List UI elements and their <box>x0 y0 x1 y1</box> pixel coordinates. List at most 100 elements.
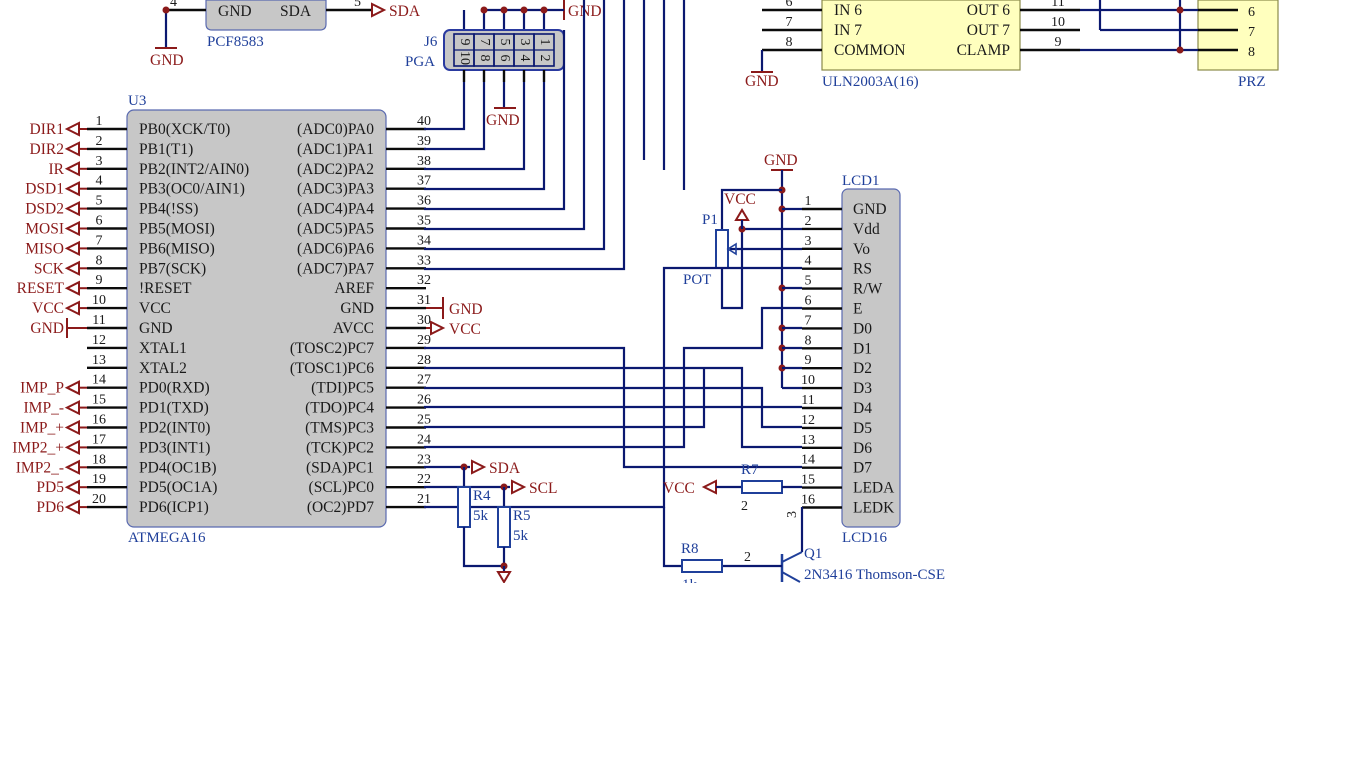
lcd-pin-name: D5 <box>853 420 872 437</box>
u3-left-pin-number: 19 <box>92 472 106 487</box>
u3-left-pin-name: PD1(TXD) <box>139 400 209 417</box>
lcd-pin-number: 4 <box>805 254 812 269</box>
u3-right-pin-name: (TOSC2)PC7 <box>290 340 374 357</box>
u3-net-label: IMP_- <box>24 400 64 417</box>
u3-right-pin-name: (ADC7)PA7 <box>297 260 374 277</box>
prz-pin-6: 6 <box>1248 5 1255 20</box>
u3-right-pin-name: (ADC0)PA0 <box>297 121 374 138</box>
r7-pin-number: 2 <box>741 499 748 514</box>
j6-top-pin-number: 9 <box>457 39 472 46</box>
u3-left-pin-number: 2 <box>96 134 103 149</box>
lcd-pin-name: D7 <box>853 460 872 477</box>
u3-right-pin-number: 27 <box>417 373 431 388</box>
net-port-arrow <box>64 181 80 197</box>
j6-top-pin-number: 5 <box>497 39 512 46</box>
lcd-pin-name: R/W <box>853 281 883 298</box>
uln-part-label: ULN2003A(16) <box>822 74 919 90</box>
u3-left-pin-name: PB5(MOSI) <box>139 221 215 238</box>
u3-left-pin-number: 8 <box>96 253 103 268</box>
lcd-designator: LCD1 <box>842 173 880 189</box>
u3-net-label: PD5 <box>36 479 64 496</box>
lcd-pin-number: 2 <box>805 214 812 229</box>
port-a-wires <box>424 0 686 271</box>
r7-vcc-net: VCC <box>663 480 695 497</box>
uln-right-pin-number: 11 <box>1051 0 1064 10</box>
i2c-scl-net: SCL <box>529 480 557 497</box>
lcd-pin-number: 16 <box>801 493 815 508</box>
lcd-pin-number: 12 <box>801 413 815 428</box>
u3-right-pin-number: 32 <box>417 273 431 288</box>
u3-left-pin-number: 5 <box>96 194 103 209</box>
u3-net-label: IMP2_+ <box>12 439 64 456</box>
j6-bottom-pin-number: 8 <box>477 55 492 62</box>
u3-left-pin-number: 11 <box>92 313 105 328</box>
pot-p1: VCC P1 POT <box>683 188 802 310</box>
lcd-pin-number: 10 <box>801 373 815 388</box>
u3-vcc-net-right: VCC <box>449 321 481 338</box>
u3-right-pin-number: 21 <box>417 492 431 507</box>
u3-left-pin-name: PD0(RXD) <box>139 380 210 397</box>
net-port-arrow <box>64 240 80 257</box>
u3-right-pin-name: (TDI)PC5 <box>311 380 374 397</box>
lcd-pin-number: 7 <box>805 313 812 328</box>
u3-left-pin-name: PD6(ICP1) <box>139 499 209 516</box>
lcd-gnd-net: GND <box>764 152 798 169</box>
u3-left-pin-name: PD4(OC1B) <box>139 459 217 476</box>
u3-left-pin-name: PD2(INT0) <box>139 420 210 437</box>
u3-left-pin-name: PB7(SCK) <box>139 260 206 277</box>
q1-pin3: 3 <box>785 511 800 518</box>
u3-net-label: DSD2 <box>25 201 64 218</box>
pcf-part-label: PCF8583 <box>207 34 264 50</box>
q1-designator: Q1 <box>804 546 822 562</box>
net-port-arrow <box>64 121 80 137</box>
u3-right-pin-name: (ADC5)PA5 <box>297 221 374 238</box>
u3-left-pin-name: !RESET <box>139 280 192 297</box>
uln-left-pin-number: 6 <box>786 0 793 10</box>
u3-left-pin-name: PB4(!SS) <box>139 201 198 218</box>
u3-right-pin-number: 38 <box>417 154 431 169</box>
u3-right-pin-name: AREF <box>334 280 374 297</box>
net-port-arrow <box>64 399 80 416</box>
u3-right-pin-name: (ADC2)PA2 <box>297 161 374 178</box>
u3-right-pin-name: (ADC6)PA6 <box>297 240 374 257</box>
pcf-sda-net: SDA <box>389 3 421 20</box>
j6-top-pin-number: 7 <box>477 39 492 46</box>
lcd-pin-number: 1 <box>805 194 812 209</box>
j6-bottom-pin-number: 2 <box>537 55 552 62</box>
u3-net-label: MOSI <box>25 221 64 238</box>
lcd-pin-number: 11 <box>801 393 814 408</box>
j6-bottom-pin-number: 6 <box>497 55 512 62</box>
net-port-arrow <box>64 380 80 396</box>
lcd-pin-name: LEDK <box>853 500 895 517</box>
u3-right-pin-number: 35 <box>417 214 431 229</box>
uln-left-pin-name: IN 7 <box>834 22 862 39</box>
lcd-pin-number: 3 <box>805 234 812 249</box>
u3-left-pin-number: 9 <box>96 273 103 288</box>
resistor-r7: VCC R7 2 <box>663 462 802 514</box>
u3-right-pin-name: (ADC3)PA3 <box>297 181 374 198</box>
net-port-arrow <box>64 439 80 456</box>
u3-right-pin-name: (ADC1)PA1 <box>297 141 374 158</box>
net-port-arrow <box>64 419 80 436</box>
uln-left-pin-name: IN 6 <box>834 2 862 19</box>
pcf-sda-pin: SDA <box>280 3 312 20</box>
u3-left-pin-number: 10 <box>92 293 106 308</box>
r8-designator: R8 <box>681 541 699 557</box>
net-port-arrow <box>64 200 80 217</box>
u3-right-pin-number: 30 <box>417 313 431 328</box>
u3-right-pin-name: (TOSC1)PC6 <box>290 360 374 377</box>
pcf8583-chip: GND SDA PCF8583 4 GND 5 SDA <box>150 0 421 69</box>
u3-power-symbols: GND VCC <box>430 297 483 338</box>
pcf-pin5-number: 5 <box>354 0 361 10</box>
lcd-pin-number: 8 <box>805 333 812 348</box>
u3-right-pin-number: 39 <box>417 134 431 149</box>
u3-right-pin-name: (ADC4)PA4 <box>297 201 374 218</box>
pot-designator: P1 <box>702 212 718 228</box>
u3-right-pin-name: (OC2)PD7 <box>307 499 374 516</box>
uln-right-pin-name: OUT 6 <box>967 2 1010 19</box>
lcd-pin-number: 6 <box>805 294 812 309</box>
